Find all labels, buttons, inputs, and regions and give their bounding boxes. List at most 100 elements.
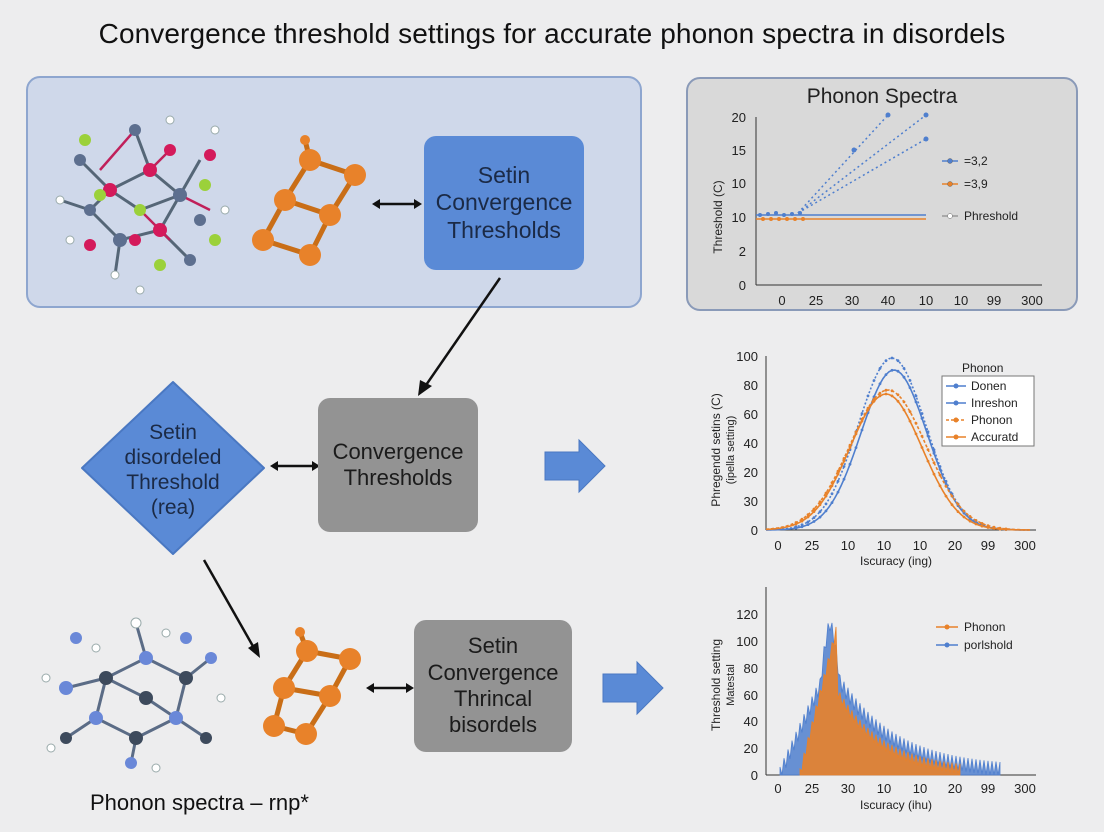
data-point — [842, 459, 846, 463]
legend-marker — [953, 417, 959, 423]
data-point — [848, 446, 852, 449]
y-tick-label: 0 — [751, 523, 758, 538]
data-point — [938, 473, 942, 477]
y-axis-label: Matestal — [725, 664, 737, 706]
data-point — [842, 477, 846, 481]
data-point — [885, 112, 891, 118]
data-point — [866, 394, 870, 398]
data-point — [824, 494, 828, 498]
data-point — [896, 399, 900, 403]
block-arrow-1 — [544, 438, 606, 494]
y-tick-label: 20 — [744, 741, 758, 756]
y-tick-label: 10 — [732, 176, 746, 191]
x-tick-label: 20 — [948, 538, 962, 553]
series-area — [799, 626, 961, 776]
data-point — [908, 379, 912, 382]
data-point — [801, 217, 805, 221]
data-point — [884, 392, 888, 396]
series-line — [797, 114, 927, 214]
y-tick-label: 30 — [744, 494, 758, 509]
data-point — [842, 465, 846, 468]
series-line — [797, 138, 927, 214]
data-point — [793, 217, 797, 221]
x-tick-label: 10 — [913, 781, 927, 796]
data-point — [800, 519, 804, 523]
data-point — [851, 147, 857, 153]
data-point — [872, 399, 876, 403]
chart-1-panel — [686, 77, 1078, 311]
data-point — [944, 484, 948, 488]
data-point — [794, 522, 798, 526]
data-point — [830, 484, 834, 488]
data-point — [854, 432, 858, 436]
y-tick-label: 120 — [736, 607, 758, 622]
data-point — [890, 394, 894, 398]
data-point — [938, 468, 942, 471]
convergence-thrincal-box: Setin Convergence Thrincal bisordels — [414, 620, 572, 752]
data-point — [980, 524, 984, 528]
legend-label: Accuratd — [971, 430, 1018, 444]
data-point — [914, 394, 918, 398]
data-point — [956, 510, 960, 513]
x-tick-label: 300 — [1014, 538, 1036, 553]
connector-arrow-diagonal — [202, 559, 260, 658]
x-axis-label: Iscuracy (ihu) — [860, 798, 932, 812]
data-point — [777, 217, 781, 221]
legend-marker — [947, 181, 953, 187]
data-point — [758, 213, 762, 217]
data-point — [902, 367, 906, 370]
data-point — [914, 432, 918, 436]
diamond-shape — [81, 381, 265, 555]
x-tick-label: 10 — [919, 293, 933, 308]
data-point — [920, 434, 924, 438]
y-tick-label: 40 — [744, 714, 758, 729]
data-point — [920, 417, 924, 420]
legend-marker — [944, 624, 950, 630]
data-point — [890, 356, 894, 360]
data-point — [932, 461, 936, 465]
data-point — [926, 459, 930, 463]
x-tick-label: 40 — [881, 293, 895, 308]
series-line — [766, 357, 1031, 531]
data-point — [896, 393, 900, 397]
data-point — [908, 386, 912, 390]
block-arrow-2 — [602, 660, 664, 716]
data-point — [908, 419, 912, 423]
legend-label: =3,2 — [964, 154, 988, 168]
data-point — [818, 503, 822, 507]
data-point — [812, 520, 816, 523]
chart-title: Phonon Spectra — [807, 85, 958, 108]
legend-label: Inreshon — [971, 396, 1018, 410]
data-point — [914, 421, 918, 425]
data-point — [926, 434, 930, 438]
data-point — [968, 517, 972, 521]
data-point — [944, 494, 948, 498]
legend-label: porlshold — [964, 638, 1013, 652]
x-tick-label: 10 — [954, 293, 968, 308]
data-point — [761, 217, 765, 221]
data-point — [794, 526, 798, 530]
y-tick-label: 10 — [732, 210, 746, 225]
data-point — [866, 408, 870, 412]
data-point — [860, 419, 864, 423]
y-tick-label: 0 — [739, 278, 746, 293]
data-point — [785, 217, 789, 221]
y-tick-label: 100 — [736, 349, 758, 364]
data-point — [923, 112, 929, 118]
x-axis-label: Iscuracy (ing) — [860, 554, 932, 568]
y-axis-label: Phregendd setins (C) — [709, 393, 723, 506]
diamond-text: Setin disordeled Threshold (rea) — [124, 420, 222, 520]
y-axis-label: (ipella setting) — [725, 416, 737, 484]
legend-marker — [953, 434, 959, 440]
orange-molecule-1 — [252, 135, 366, 266]
bidirectional-arrow-1 — [372, 199, 422, 209]
data-point — [878, 394, 882, 398]
data-point — [800, 525, 804, 529]
data-point — [836, 472, 840, 476]
data-point — [908, 410, 912, 413]
data-point — [980, 522, 984, 525]
data-point — [878, 367, 882, 370]
legend-label: Phonon — [964, 620, 1005, 634]
data-point — [986, 526, 990, 529]
